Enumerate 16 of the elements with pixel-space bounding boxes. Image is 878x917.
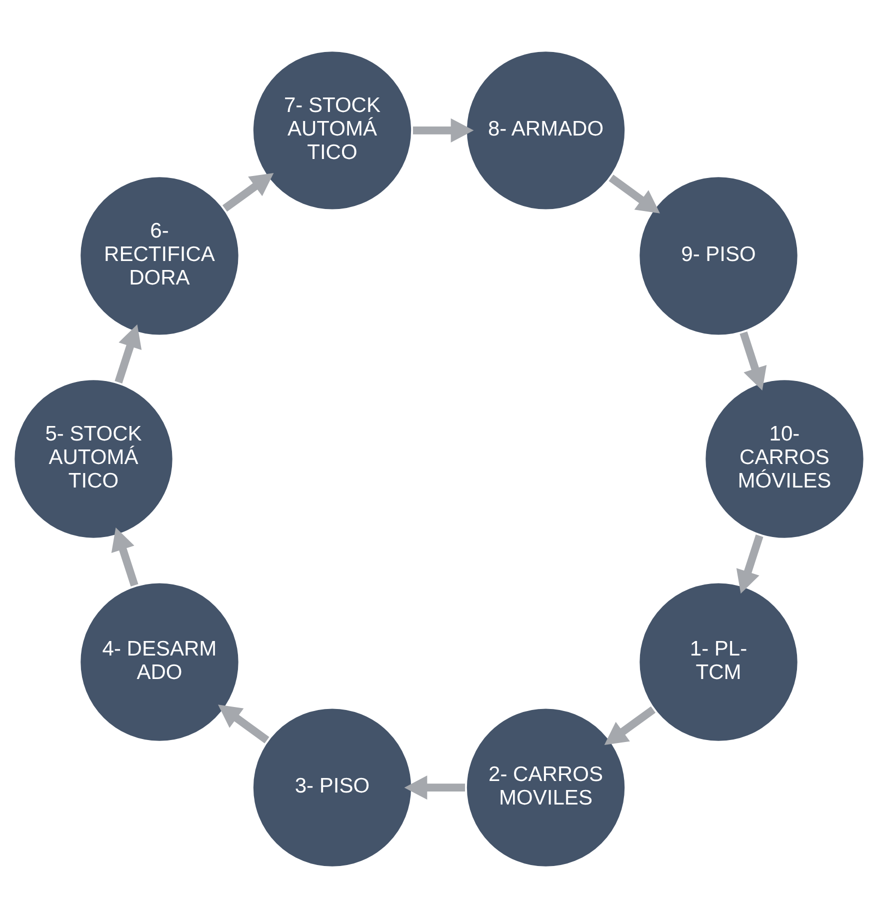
arrow (404, 775, 466, 800)
arrow (604, 706, 656, 745)
node-circle: 5- STOCK AUTOMÁ TICO (12, 377, 175, 540)
arrow (740, 330, 767, 390)
arrow (412, 118, 474, 142)
node-circle: 4- DESARM ADO (78, 580, 241, 744)
node-circle: 2- CARROS MOVILES (464, 706, 628, 869)
arrow (114, 324, 142, 383)
node-circle: 1- PL- TCM (637, 580, 800, 744)
arrow (218, 704, 270, 743)
arrow (736, 534, 764, 594)
node-circle: 3- PISO (250, 706, 414, 869)
arrow (111, 526, 138, 586)
arrow (222, 172, 274, 212)
arrow (608, 174, 660, 213)
node-circle: 10- CARROS MÓVILES (703, 377, 866, 540)
